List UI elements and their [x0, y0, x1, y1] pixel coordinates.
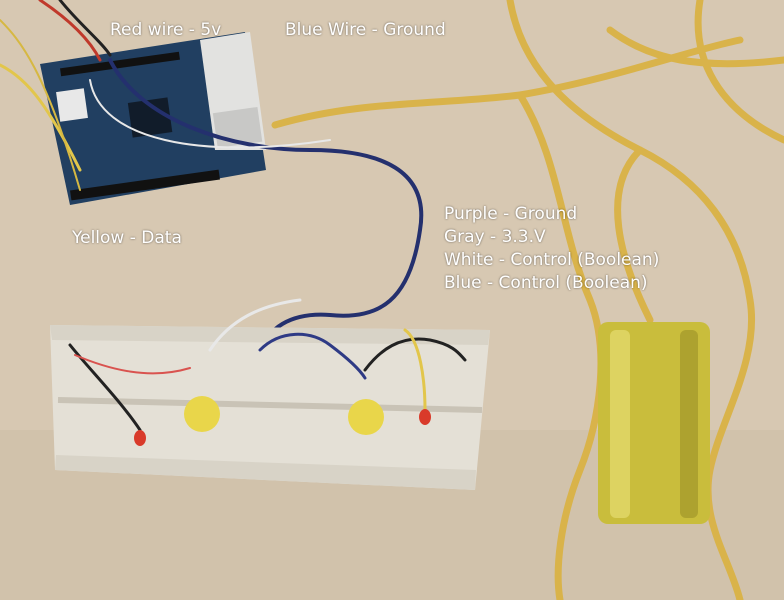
gray-3v3-label: Gray - 3.3.V	[444, 227, 546, 247]
breadboard	[50, 325, 490, 490]
white-control-label: White - Control (Boolean)	[444, 250, 660, 270]
blue-control-label: Blue - Control (Boolean)	[444, 273, 648, 293]
led-left	[134, 430, 146, 446]
arduino-board	[40, 32, 266, 205]
board-wires	[0, 0, 424, 352]
buttons	[184, 396, 384, 435]
led-right	[419, 409, 431, 425]
breadboard-wires	[68, 298, 467, 432]
blue-wire-label: Blue Wire - Ground	[285, 20, 446, 40]
yellow-wire-label: Yellow - Data	[72, 228, 182, 248]
purple-ground-label: Purple - Ground	[444, 204, 578, 224]
power-bank	[598, 322, 710, 524]
red-wire-label: Red wire - 5v	[110, 20, 222, 40]
push-button-left	[184, 396, 220, 432]
leds	[134, 409, 431, 446]
push-button-right	[348, 399, 384, 435]
pin-legend: Purple - Ground Gray - 3.3.V White - Con…	[444, 203, 659, 295]
